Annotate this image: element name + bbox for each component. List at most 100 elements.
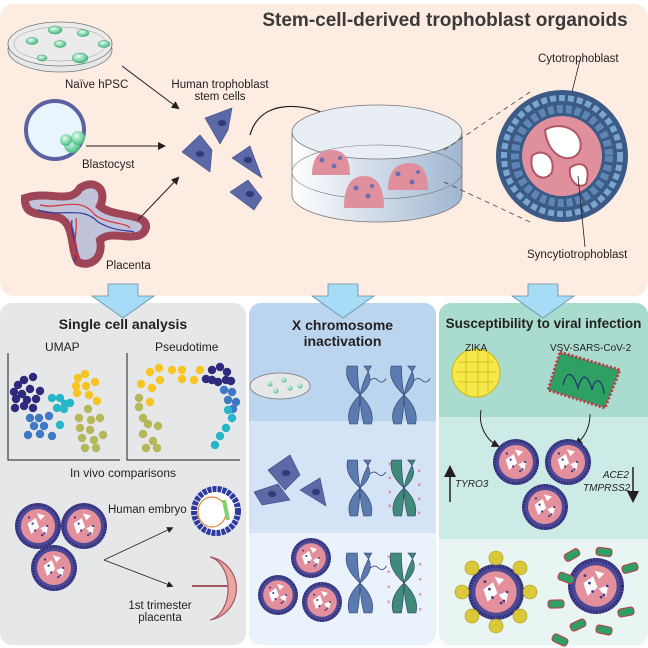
pseudotime-point	[177, 365, 187, 375]
sars-particle	[551, 633, 569, 647]
umap-point	[89, 435, 99, 445]
umap-point	[59, 404, 69, 414]
pseudotime-point	[145, 367, 155, 377]
arrow-down-viral	[510, 283, 576, 319]
main-title: Stem-cell-derived trophoblast organoids	[262, 10, 628, 31]
pseudotime-point	[223, 405, 233, 415]
pseudotime-point	[154, 363, 164, 373]
umap-point	[13, 380, 23, 390]
zika-particle	[454, 584, 470, 600]
pseudotime-point	[226, 376, 236, 386]
umap-point	[52, 403, 62, 413]
svg-text:×: ×	[419, 608, 423, 614]
umap-point	[10, 403, 20, 413]
arrow-placenta	[137, 176, 180, 221]
pseudotime-point	[167, 365, 177, 375]
single-cell-title: Single cell analysis	[58, 316, 188, 332]
svg-text:×: ×	[387, 555, 391, 561]
umap-point	[91, 443, 101, 453]
arrow-hpsc	[121, 65, 180, 110]
umap-point	[83, 404, 93, 414]
umap-point	[95, 413, 105, 423]
umap-point	[77, 433, 87, 443]
petri-dish-icon	[7, 21, 113, 73]
sars-particle	[557, 571, 575, 585]
sars-particle	[569, 618, 587, 632]
umap-point	[65, 398, 75, 408]
sars-particle	[595, 624, 613, 636]
umap-point	[85, 425, 95, 435]
pseudotime-point	[152, 443, 162, 453]
inactive-x-chromosome-icon: ××××××××	[387, 552, 423, 614]
label-tyro3: TYRO3	[455, 479, 489, 490]
umap-point	[9, 387, 19, 397]
sars-particles	[547, 546, 639, 647]
umap-point	[90, 377, 100, 387]
pseudotime-point	[141, 443, 151, 453]
zika-attached-particles	[454, 550, 538, 634]
sars-particle	[617, 606, 635, 618]
svg-text:×: ×	[387, 585, 391, 591]
pseudotime-points	[134, 362, 241, 453]
pseudotime-point	[136, 379, 146, 389]
umap-point	[39, 421, 49, 431]
label-in-vivo: In vivo comparisons	[69, 466, 177, 480]
pseudotime-point	[153, 421, 163, 431]
umap-point	[19, 375, 29, 385]
pseudotime-point	[223, 395, 233, 405]
svg-text:×: ×	[388, 504, 392, 510]
umap-point	[47, 393, 57, 403]
vsv-sars-cov-2-icon	[546, 350, 622, 410]
trophoblast-stem-cells-icon	[181, 107, 263, 211]
umap-point	[44, 411, 54, 421]
pseudotime-point	[222, 367, 232, 377]
umap-point	[19, 401, 29, 411]
arrow-down-single-cell	[90, 283, 156, 319]
label-ace2: ACE2	[602, 470, 629, 481]
arrow-human-embryo	[103, 527, 174, 561]
organoid-cross-section-icon	[496, 59, 628, 248]
umap-point	[80, 369, 90, 379]
label-pseudotime: Pseudotime	[155, 340, 219, 354]
label-blastocyst: Blastocyst	[82, 159, 135, 171]
label-stem-cells: Human trophoblast stem cells	[165, 79, 275, 103]
label-stem-cells-line2: stem cells	[194, 91, 246, 103]
svg-text:×: ×	[388, 490, 392, 496]
sars-particle	[595, 546, 613, 558]
xci-dish-icon	[249, 372, 311, 400]
umap-point	[17, 389, 27, 399]
pseudotime-point	[215, 362, 225, 372]
sars-particle	[547, 599, 565, 609]
umap-point	[55, 393, 65, 403]
umap-point	[92, 396, 102, 406]
umap-point	[29, 421, 39, 431]
zika-particle	[512, 560, 528, 576]
label-ace2-tmprss2: ACE2 TMPRSS2	[583, 469, 630, 495]
arrow-sars	[574, 413, 591, 446]
pseudotime-point	[207, 365, 217, 375]
xci-title-line1: X chromosome	[291, 317, 394, 333]
label-stem-cells-line1: Human trophoblast	[171, 79, 269, 91]
svg-text:×: ×	[418, 511, 422, 517]
organoid-icon	[31, 545, 77, 591]
organoid-icon	[568, 558, 624, 614]
zika-particle	[512, 608, 528, 624]
active-x-chromosome-icon	[346, 459, 387, 517]
organoid-icon	[61, 503, 107, 549]
umap-point	[73, 373, 83, 383]
first-trimester-placenta-icon	[192, 556, 237, 621]
viral-organoids	[468, 439, 624, 620]
placenta-icon	[21, 180, 150, 268]
organoid-culture-dish-icon	[291, 104, 463, 223]
pseudotime-point	[134, 393, 144, 403]
organoid-icon	[522, 484, 568, 530]
label-cytotrophoblast: Cytotrophoblast	[538, 53, 619, 65]
arrow-placenta-comparison	[103, 559, 174, 588]
svg-text:×: ×	[418, 469, 422, 475]
umap-point	[34, 413, 44, 423]
label-first-trimester: 1st trimester placenta	[125, 600, 195, 624]
organoid-icon	[493, 439, 539, 485]
umap-point	[71, 381, 81, 391]
pseudotime-point	[143, 419, 153, 429]
